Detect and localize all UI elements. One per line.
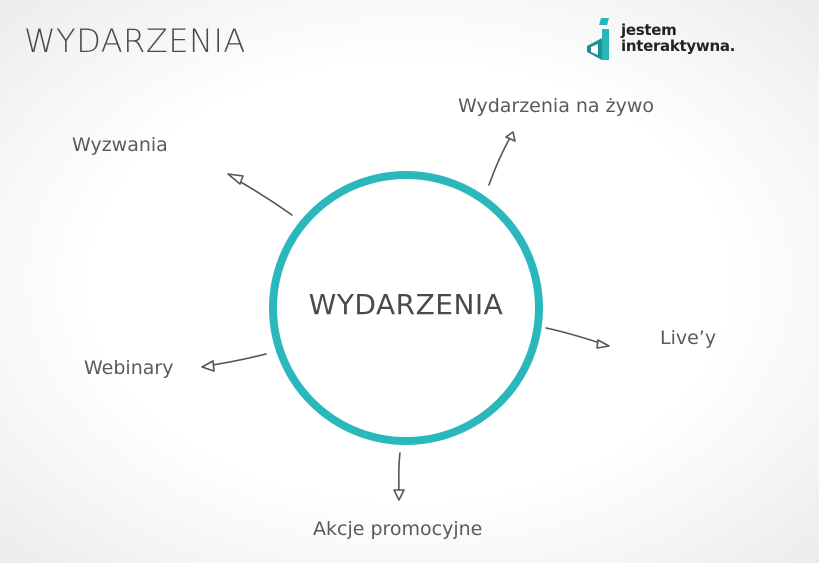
- logo-line-2: interaktywna.: [621, 37, 736, 55]
- center-circle: [269, 171, 543, 445]
- arrow-akcje-promocyjne: [393, 452, 405, 501]
- slide-title: WYDARZENIA: [24, 22, 246, 60]
- label-livey: Live’y: [660, 327, 717, 349]
- label-webinary: Webinary: [84, 357, 174, 379]
- center-label: WYDARZENIA: [308, 288, 504, 321]
- logo-mark-icon: [587, 18, 609, 60]
- label-akcje-promocyjne: Akcje promocyjne: [313, 518, 483, 540]
- label-wydarzenia-na-zywo: Wydarzenia na żywo: [458, 95, 654, 117]
- arrow-wyzwania: [227, 173, 293, 216]
- arrow-wydarzenia-na-zywo: [488, 131, 516, 186]
- brand-logo: jestem interaktywna.: [585, 16, 755, 66]
- label-wyzwania: Wyzwania: [72, 134, 168, 156]
- arrow-webinary: [201, 353, 267, 372]
- arrow-livey: [545, 327, 610, 349]
- logo-line-1: jestem: [621, 21, 677, 39]
- logo-wordmark: jestem interaktywna.: [621, 22, 735, 54]
